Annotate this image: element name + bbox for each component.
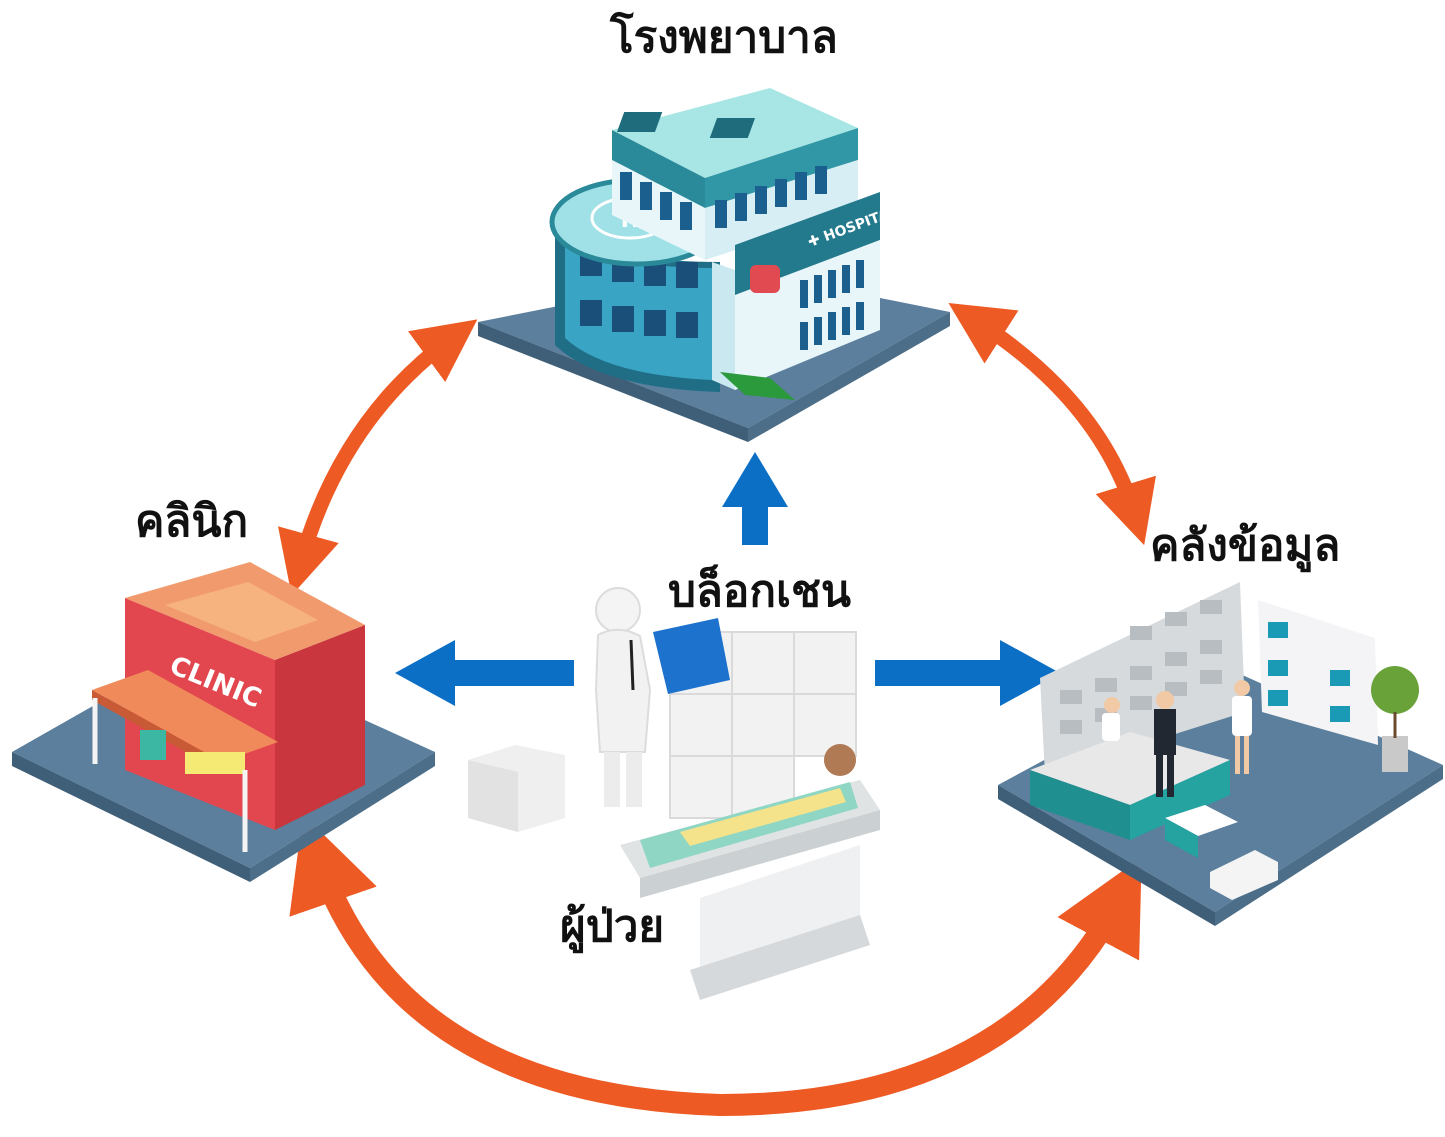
hospital-illustration: H ✚ HOSPITAL	[478, 88, 950, 442]
arrow-hospital-storage	[948, 303, 1156, 546]
data-storage-label: คลังข้อมูล	[1150, 520, 1341, 571]
arrow-clinic-storage	[289, 814, 1142, 1117]
hospital-label: โรงพยาบาล	[610, 12, 838, 63]
arrow-blockchain-to-hospital	[722, 452, 788, 545]
arrow-clinic-hospital	[278, 319, 478, 596]
data-storage-illustration	[998, 582, 1443, 926]
blockchain-label: บล็อกเชน	[668, 566, 851, 617]
blockchain-patient-illustration	[468, 587, 880, 1000]
clinic-illustration: CLINIC	[12, 562, 435, 882]
patient-label: ผู้ป่วย	[560, 901, 665, 952]
arrow-blockchain-to-clinic	[395, 640, 574, 706]
clinic-label: คลินิก	[135, 496, 249, 547]
arrow-blockchain-to-storage	[875, 640, 1060, 706]
